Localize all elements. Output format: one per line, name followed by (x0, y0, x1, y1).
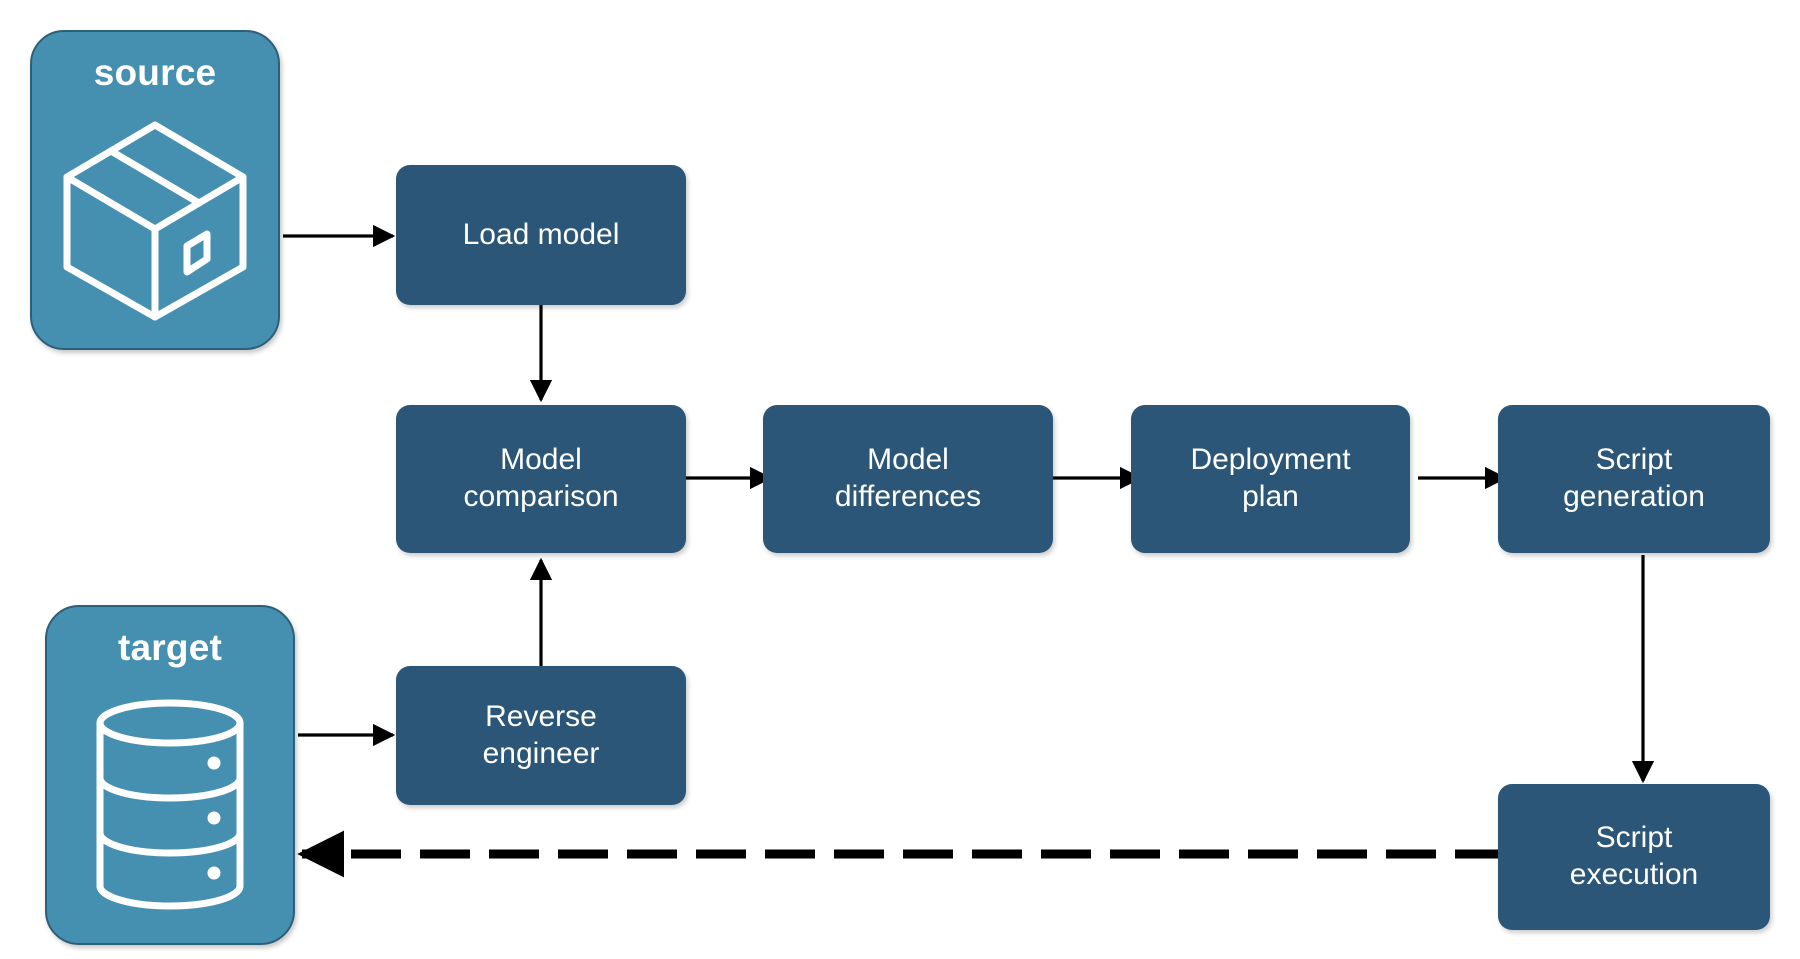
node-model-comparison-label: Model comparison (463, 443, 619, 513)
node-deployment-plan-label: Deployment plan (1190, 443, 1351, 513)
package-box-icon (32, 91, 278, 348)
node-reverse-engineer[interactable]: Reverse engineer (396, 666, 686, 805)
node-model-comparison[interactable]: Model comparison (396, 405, 686, 553)
endpoint-source-label: source (93, 52, 217, 93)
node-load-model-label: Load model (462, 217, 620, 251)
node-script-execution-label: Script execution (1569, 821, 1699, 891)
endpoint-target-label: target (118, 627, 222, 668)
node-load-model[interactable]: Load model (396, 165, 686, 305)
node-deployment-plan[interactable]: Deployment plan (1131, 405, 1410, 553)
node-script-execution[interactable]: Script execution (1498, 784, 1770, 930)
node-model-differences[interactable]: Model differences (763, 405, 1053, 553)
endpoint-target[interactable]: target (45, 605, 295, 945)
node-script-generation[interactable]: Script generation (1498, 405, 1770, 553)
endpoint-source[interactable]: source (30, 30, 280, 350)
node-model-differences-label: Model differences (834, 443, 982, 513)
node-script-generation-label: Script generation (1563, 443, 1705, 513)
node-reverse-engineer-label: Reverse engineer (482, 699, 600, 770)
database-cylinder-icon (47, 666, 293, 943)
